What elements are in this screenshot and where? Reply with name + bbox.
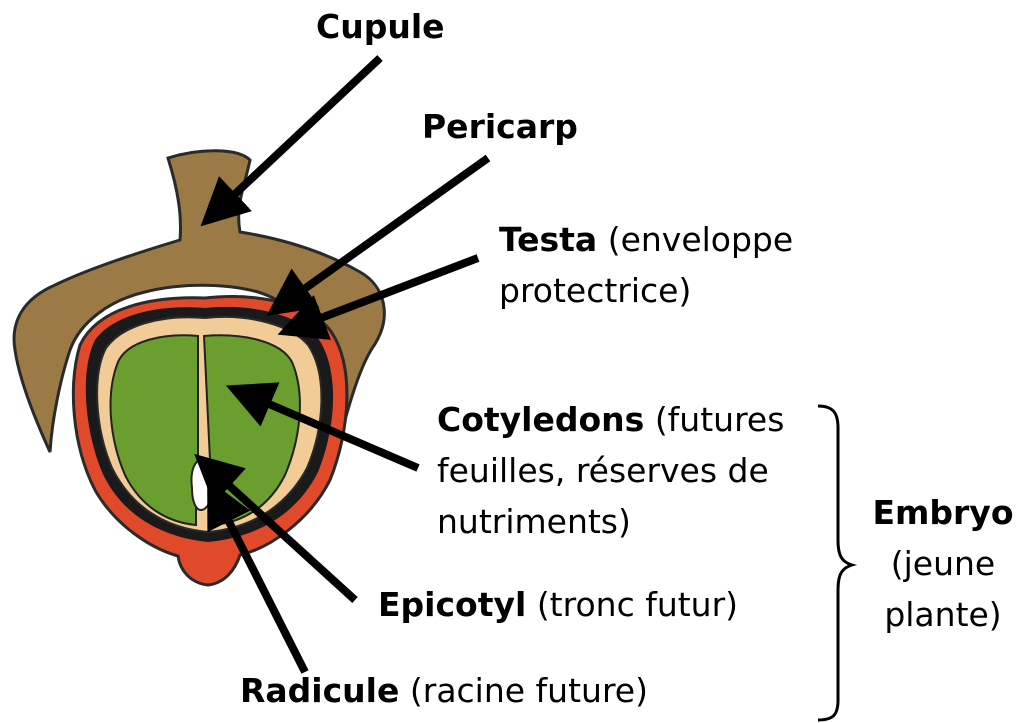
- label-embryo-name: Embryo: [872, 493, 1013, 532]
- label-cupule: Cupule: [316, 1, 445, 52]
- label-epicotyl-name: Epicotyl: [378, 585, 526, 624]
- label-epicotyl-desc: (tronc futur): [537, 585, 738, 624]
- arrow-cupule: [218, 58, 380, 210]
- embryo-brace: [818, 406, 852, 720]
- label-radicule-name: Radicule: [240, 671, 399, 710]
- label-embryo-desc1: (jeune: [868, 538, 1018, 589]
- label-testa: Testa (enveloppe protectrice): [499, 214, 793, 316]
- label-cotyledons-desc3: nutriments): [437, 496, 784, 547]
- label-testa-desc1: (enveloppe: [608, 220, 793, 259]
- label-radicule-desc: (racine future): [410, 671, 648, 710]
- label-radicule: Radicule (racine future): [240, 665, 648, 716]
- label-testa-desc2: protectrice): [499, 265, 793, 316]
- label-cotyledons: Cotyledons (futures feuilles, réserves d…: [437, 394, 784, 547]
- label-pericarp: Pericarp: [422, 101, 578, 152]
- label-cotyledons-desc1: (futures: [655, 400, 785, 439]
- label-testa-name: Testa: [499, 220, 597, 259]
- label-pericarp-name: Pericarp: [422, 107, 578, 146]
- label-embryo-desc2: plante): [868, 589, 1018, 640]
- label-epicotyl: Epicotyl (tronc futur): [378, 579, 738, 630]
- label-cotyledons-desc2: feuilles, réserves de: [437, 445, 784, 496]
- label-cupule-name: Cupule: [316, 7, 445, 46]
- label-embryo: Embryo (jeune plante): [868, 487, 1018, 640]
- label-cotyledons-name: Cotyledons: [437, 400, 644, 439]
- arrow-pericarp: [286, 158, 488, 302]
